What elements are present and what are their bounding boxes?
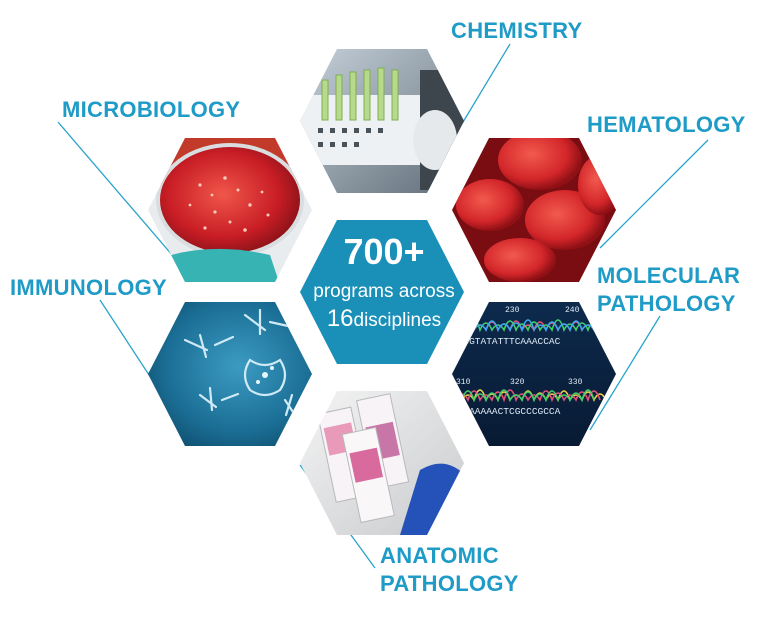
dna-bottom-bases: GGTAAAAACTCGCCCGCCA [452, 406, 561, 417]
dna-bottom-number-1: 310 [456, 378, 471, 387]
center-headline: 700+ [343, 231, 425, 272]
label-microbiology: MICROBIOLOGY [62, 97, 241, 122]
label-hematology: HEMATOLOGY [587, 112, 746, 137]
label-molecular-line2: PATHOLOGY [597, 291, 736, 316]
label-anatomic-line2: PATHOLOGY [380, 571, 519, 596]
label-chemistry: CHEMISTRY [451, 18, 583, 43]
molecular-pathology-hexagon: 230 240 CACGTATATTTCAAACCAC 310 320 330 … [452, 302, 616, 446]
dna-top-number-1: 230 [505, 306, 520, 315]
center-count-suffix: disciplines [353, 310, 442, 331]
chemistry-hexagon [300, 49, 464, 193]
center-line-1: programs across [313, 281, 455, 302]
center-hexagon [300, 220, 464, 364]
microbiology-hexagon [148, 138, 312, 282]
center-line-2: 16disciplines [300, 305, 468, 332]
label-immunology: IMMUNOLOGY [10, 275, 167, 300]
label-molecular-line1: MOLECULAR [597, 263, 741, 288]
dna-bottom-number-3: 330 [568, 378, 583, 387]
dna-top-bases: CACGTATATTTCAAACCAC [452, 336, 561, 347]
dna-top-number-2: 240 [565, 306, 580, 315]
anatomic-pathology-hexagon [300, 391, 464, 535]
center-count: 16 [326, 305, 354, 332]
immunology-hexagon [148, 302, 312, 446]
dna-bottom-number-2: 320 [510, 378, 525, 387]
label-anatomic-line1: ANATOMIC [380, 543, 499, 568]
hematology-hexagon [452, 138, 616, 282]
